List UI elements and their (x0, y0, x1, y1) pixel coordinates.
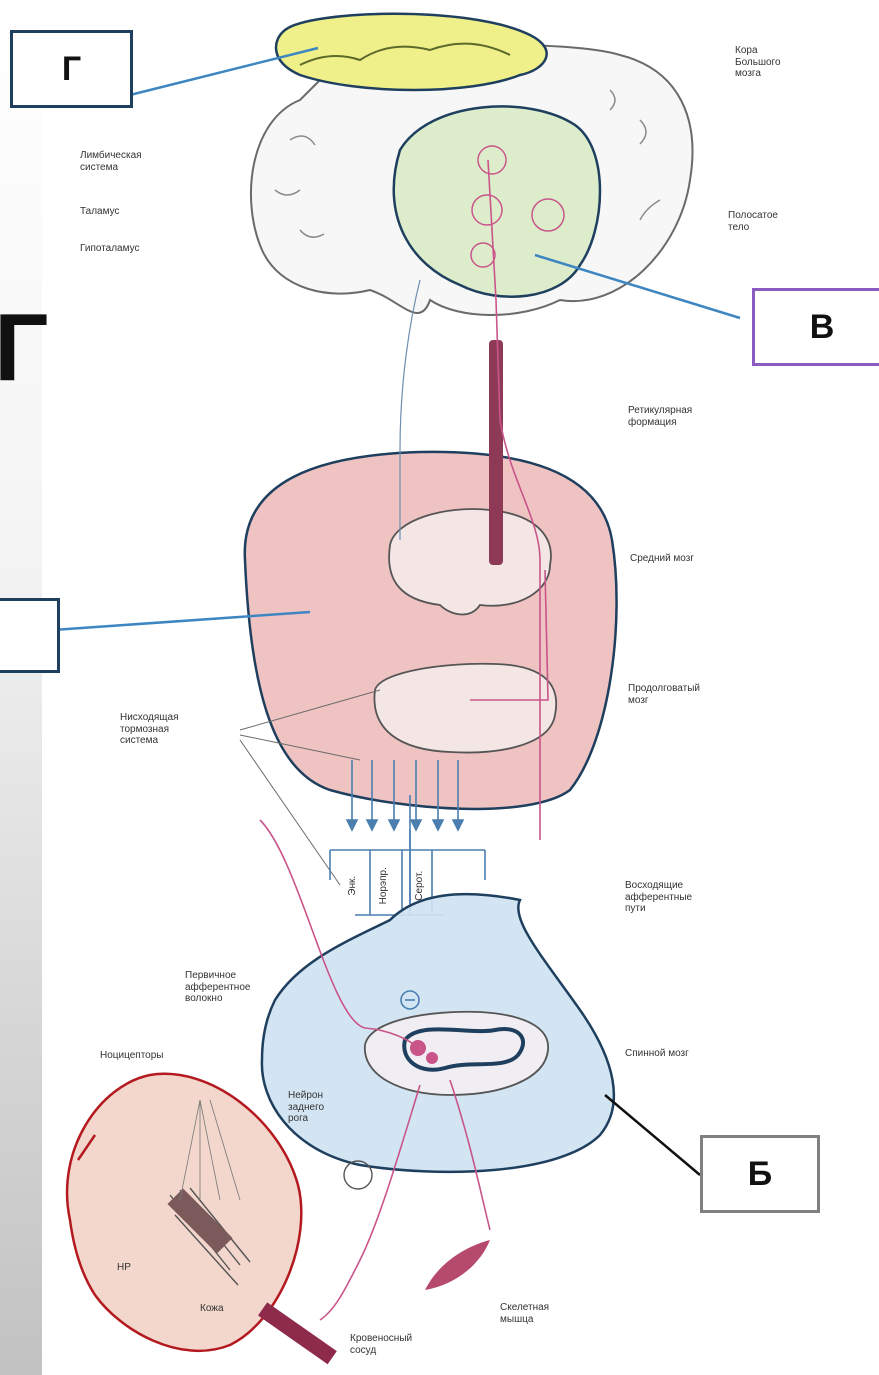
label-transmitter-enk: Энк. (347, 876, 359, 896)
marker-b: Б (748, 1155, 772, 1194)
midbrain-slice (389, 509, 551, 614)
marker-v: В (810, 308, 835, 347)
label-nociceptors: Ноцицепторы (100, 1050, 163, 1062)
dorsal-horn-neuron-2 (426, 1052, 438, 1064)
label-spinal-cord: Спинной мозг (625, 1048, 689, 1060)
leader-b (605, 1095, 700, 1175)
zone-brainstem-highlight (245, 452, 617, 809)
label-skin: Кожа (200, 1303, 224, 1315)
label-transmitter-norepi: Норэпр. (378, 867, 390, 904)
medulla-slice (374, 664, 556, 753)
zone-cortex-highlight (276, 14, 547, 90)
reticular-formation-column (489, 340, 503, 565)
label-midbrain: Средний мозг (630, 553, 694, 565)
marker-g: Г (62, 50, 81, 89)
label-transmitter-sero: Серот. (414, 871, 426, 901)
label-np: НР (117, 1262, 131, 1274)
marker-unlabeled-box (0, 598, 60, 673)
leader-g (130, 48, 318, 95)
skeletal-muscle-shape (425, 1240, 490, 1290)
label-thalamus: Таламус (80, 206, 120, 218)
marker-g-box: Г (10, 30, 133, 108)
marker-b-box: Б (700, 1135, 820, 1213)
blood-vessel-shape (258, 1302, 337, 1364)
marker-v-box: В (752, 288, 879, 366)
label-hypothalamus: Гипоталамус (80, 243, 140, 255)
